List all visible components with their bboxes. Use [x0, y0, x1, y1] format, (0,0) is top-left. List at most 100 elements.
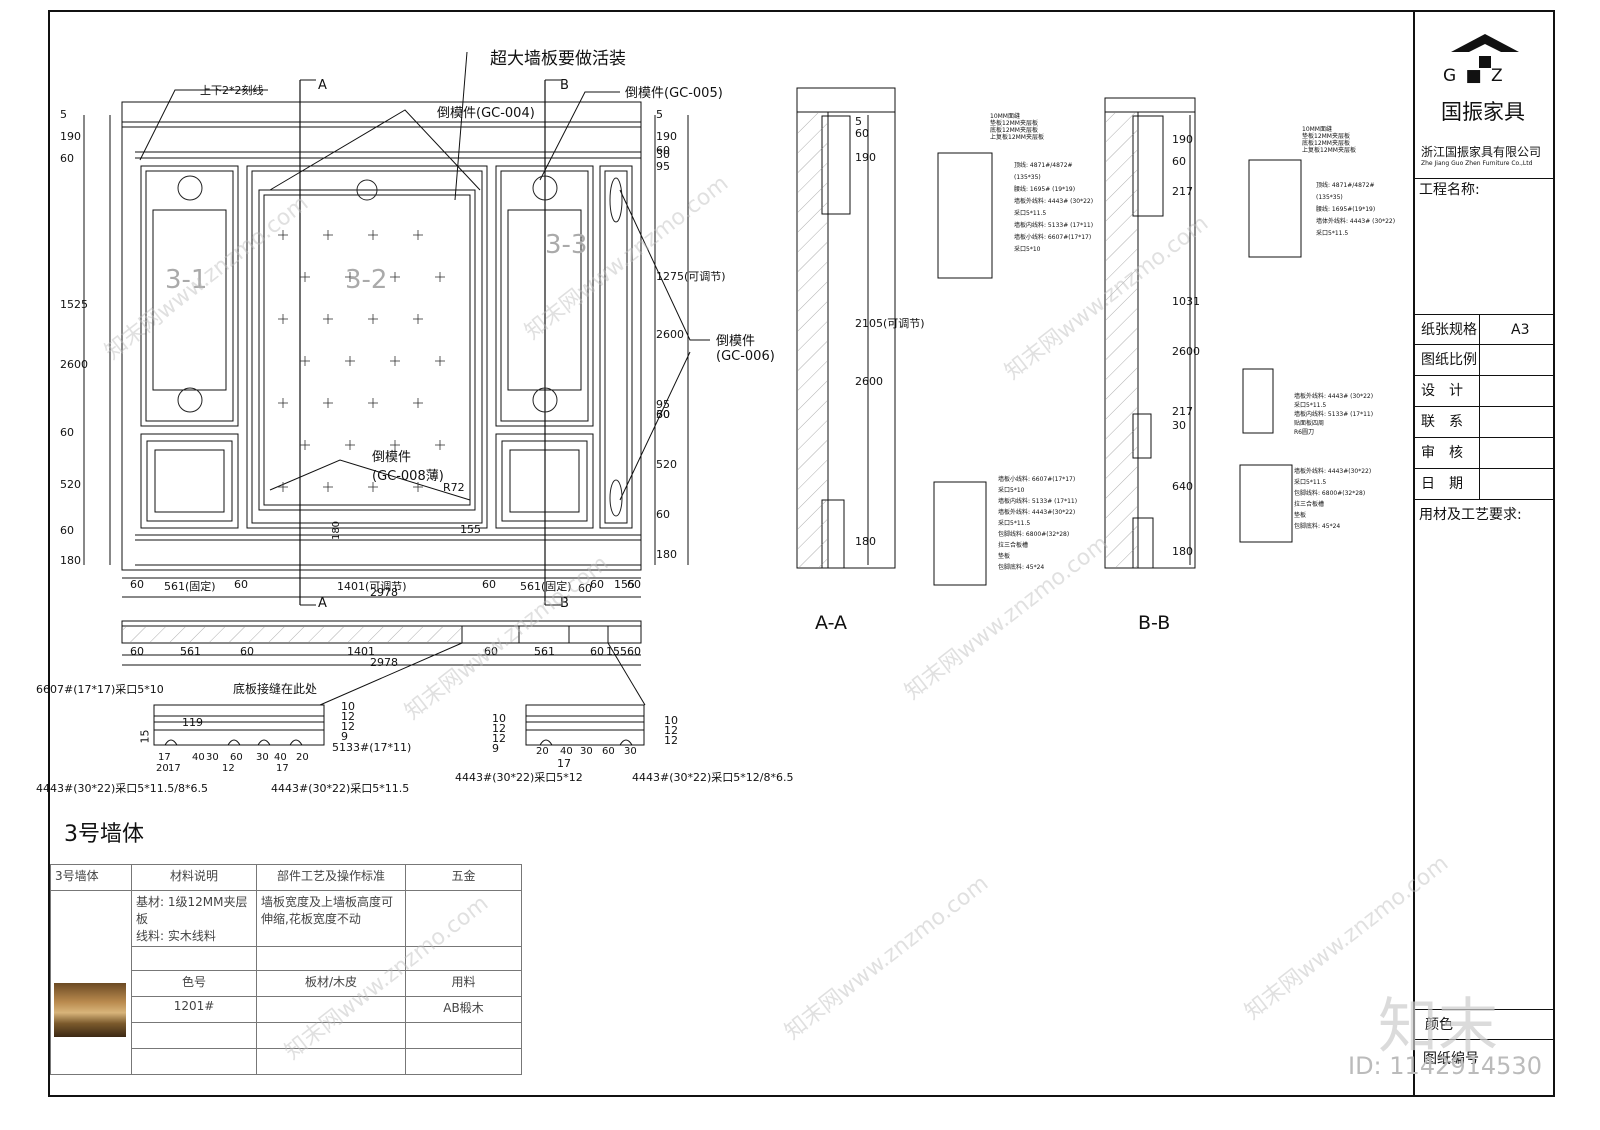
dim-text: 12 [492, 732, 506, 745]
dim-text: 5 [60, 108, 67, 121]
dim-text: 12 [664, 734, 678, 747]
section-bb-label: B-B [1138, 612, 1171, 634]
note-text: (135*35) [1014, 174, 1041, 181]
detail-2 [525, 704, 645, 746]
dim-text: 60 [130, 578, 144, 591]
note-text: 墙板外线料: 4443#(30*22) [1294, 468, 1372, 475]
d1-left-note: 6607#(17*17)采口5*10 [36, 683, 164, 696]
plan-strip [121, 620, 642, 644]
note-live-install: 超大墙板要做活装 [490, 49, 626, 69]
note-text: 墙板小线料: 6607#(17*17) [998, 476, 1076, 483]
mt-h3: 部件工艺及操作标准 [256, 864, 406, 891]
note-text: 包脚底料: 45*24 [998, 564, 1045, 571]
dim-text: 12 [492, 722, 506, 735]
note-text: 垫板 [998, 553, 1011, 560]
dim-text: 155 [606, 645, 627, 658]
dim-text: 60 [855, 127, 869, 140]
note-text: R6圆刀 [1294, 429, 1314, 436]
dim-text: 60 [590, 578, 604, 591]
id-label: ID: 1142914530 [1348, 1052, 1542, 1080]
brand-watermark: 知末 [1378, 992, 1498, 1062]
note-text: 上复板12MM夹层板 [990, 134, 1044, 141]
note-text: 腰线: 1695#(19*19) [1316, 206, 1376, 213]
panel-3-1-lower [140, 433, 239, 529]
drawing-frame [48, 10, 1555, 1097]
scale-row: 图纸比例 [1415, 344, 1555, 376]
plan-total: 2978 [370, 656, 398, 669]
dim-text: 95 [656, 398, 670, 411]
dim-text: 30 [624, 746, 637, 757]
note-text: 墙板内线料: 5133# (17*11) [998, 498, 1078, 505]
section-aa-wall [796, 87, 896, 569]
d2-bottom-left-note: 4443#(30*22)采口5*12 [455, 771, 583, 784]
dim-text: 30 [580, 746, 593, 757]
dim-text: 12 [341, 720, 355, 733]
dim-text: 180 [60, 554, 81, 567]
d1-dim-15: 15 [138, 729, 152, 744]
d1-right-note: 5133#(17*11) [332, 741, 412, 754]
dim-text: 9 [492, 742, 499, 755]
dim-text: 95 [656, 160, 670, 173]
logo-letters: G ■ Z [1443, 66, 1505, 86]
dim-155: 155 [460, 523, 481, 536]
dim-text: 9 [341, 730, 348, 743]
d2-bottom-right-note: 4443#(30*22)采口5*12/8*6.5 [632, 771, 794, 784]
dim-text: 60 [627, 578, 641, 591]
note-text: 墙板外线料: 4443# (30*22) [1294, 393, 1374, 400]
dim-text: 60 [60, 524, 74, 537]
dim-text: 180 [656, 548, 677, 561]
mt-craft: 墙板宽度及上墙板高度可伸缩,花板宽度不动 [256, 890, 406, 947]
dim-text: 155 [614, 578, 635, 591]
note-text: 墙板小线料: 6607#(17*17) [1014, 234, 1092, 241]
dim-text: 520 [656, 458, 677, 471]
contact-row: 联 系 [1415, 406, 1555, 438]
dim-text: 40 [274, 752, 287, 763]
company-name-en: Zhe Jiang Guo Zhen Furniture Co.,Ltd [1421, 160, 1533, 167]
dim-text: 60 [1172, 155, 1186, 168]
d1-bottom-left-note: 4443#(30*22)采口5*11.5/8*6.5 [36, 782, 208, 795]
dim-text: 60 [484, 645, 498, 658]
company-logo-icon [1451, 34, 1519, 68]
mt-h1: 3号墙体 [50, 864, 132, 891]
section-mark-b-bottom: B [560, 596, 569, 611]
dim-elev-60b: 60 [578, 582, 592, 595]
dim-text: 561 [534, 645, 555, 658]
dim-text: 2600 [855, 375, 883, 388]
mt-v-use: AB椴木 [405, 996, 522, 1023]
company-name: 浙江国振家具有限公司 [1421, 145, 1542, 159]
note-text: 垫板 [1294, 512, 1307, 519]
dim-text: 60 [230, 752, 243, 763]
dim-text: 2600 [1172, 345, 1200, 358]
note-text: 10MM面缝 [1302, 126, 1332, 133]
dim-text: 40 [560, 746, 573, 757]
note-text: 垫板12MM夹层板 [1302, 133, 1350, 140]
dim-text: 60 [602, 746, 615, 757]
dim-text: 30 [256, 752, 269, 763]
dim-text: 30 [656, 408, 670, 421]
wall-title: 3号墙体 [64, 822, 144, 847]
dim-text: 217 [1172, 185, 1193, 198]
dim-text: 60 [590, 645, 604, 658]
d1-dim-119: 119 [182, 716, 203, 729]
dim-text: 30 [656, 148, 670, 161]
logo-name: 国振家具 [1441, 100, 1525, 124]
panel-3-2 [246, 165, 488, 529]
note-text: 包脚底料: 45*24 [1294, 523, 1341, 530]
dim-text: 60 [656, 408, 670, 421]
dim-text: 190 [60, 130, 81, 143]
note-text: 采口5*11.5 [998, 520, 1031, 527]
note-text: 拉三合板槽 [1294, 501, 1325, 508]
dim-text: 180 [1172, 545, 1193, 558]
note-text: 采口5*11.5 [1294, 479, 1327, 486]
project-row: 工程名称: [1415, 178, 1555, 309]
detail-bb-notes: 顶线: 4871#/4872#(135*35)腰线: 1695#(19*19)墙… [1316, 180, 1395, 240]
dim-text: 20 [156, 763, 169, 774]
